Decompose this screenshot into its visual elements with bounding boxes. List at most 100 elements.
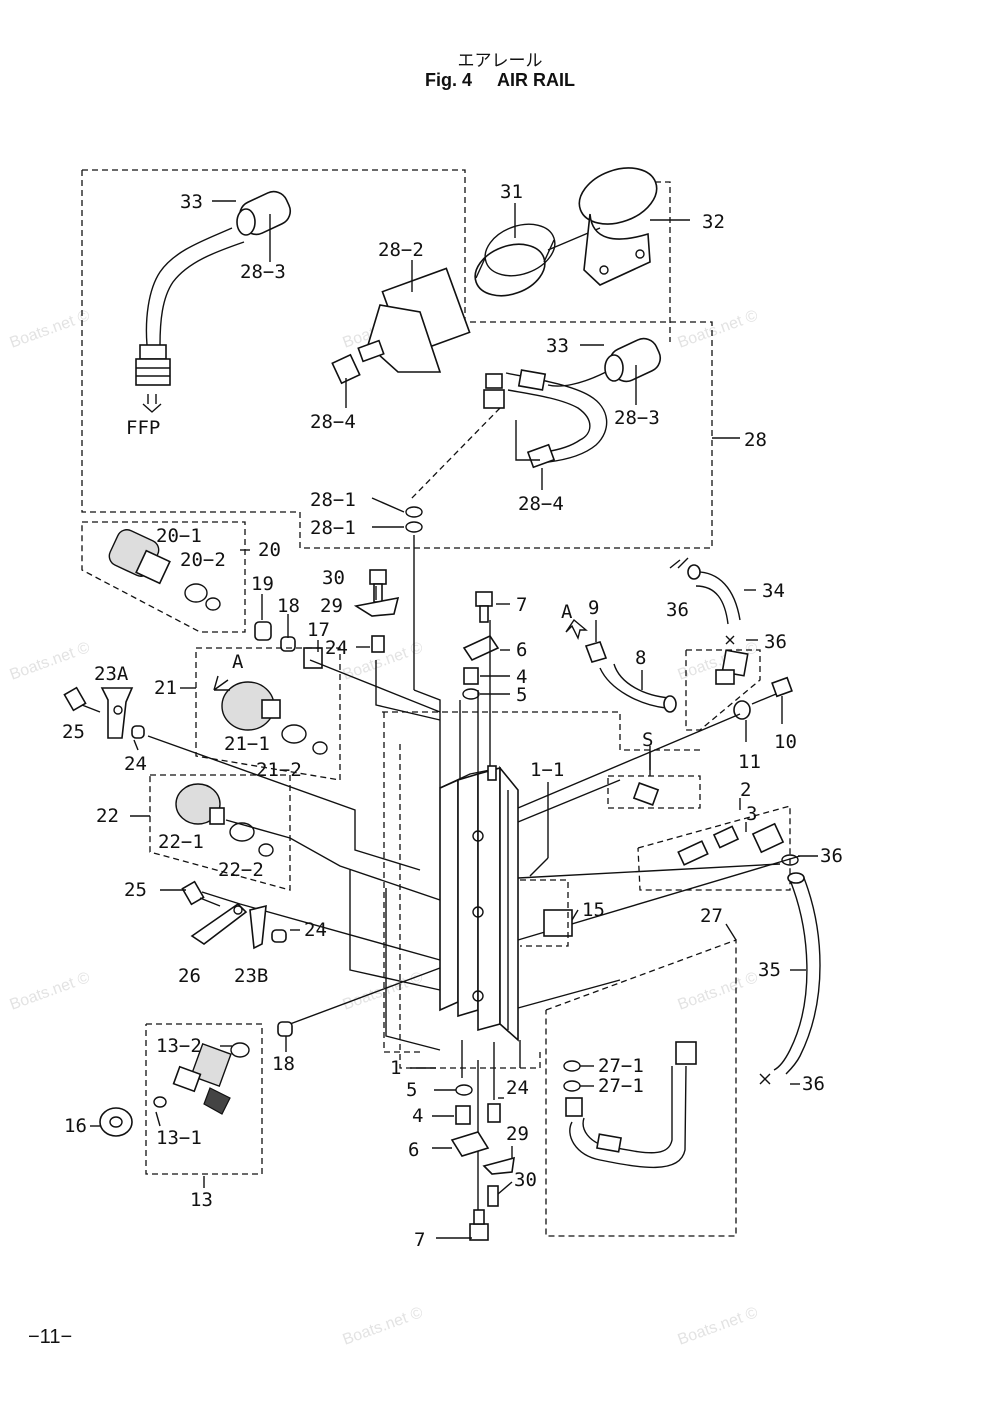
callout-21-1: 21−1 xyxy=(224,733,270,755)
watermark: Boats.net © xyxy=(676,307,761,352)
callout-7: 7 xyxy=(516,594,527,616)
assembly-leader-lines xyxy=(147,535,801,1230)
hose-assembly-28 xyxy=(483,337,662,469)
figure-name: AIR RAIL xyxy=(497,70,576,90)
callout-24: 24 xyxy=(325,637,348,659)
watermark: Boats.net © xyxy=(676,969,761,1014)
callout-36: 36 xyxy=(764,631,787,653)
callout-ffp: FFP xyxy=(126,417,160,439)
callout-27: 27 xyxy=(700,905,723,927)
callout-15: 15 xyxy=(582,899,605,921)
callout-28-4: 28−4 xyxy=(518,493,564,515)
callout-20: 20 xyxy=(258,539,281,561)
callout-29: 29 xyxy=(320,595,343,617)
bracket-23A xyxy=(63,686,145,739)
callout-leaders xyxy=(90,200,818,1239)
callout-28-1: 28−1 xyxy=(310,489,356,511)
callout-22-1: 22−1 xyxy=(158,831,204,853)
hose-assembly-top-left xyxy=(135,190,292,413)
callout-33: 33 xyxy=(180,191,203,213)
callout-19: 19 xyxy=(251,573,274,595)
callout-28-1: 28−1 xyxy=(310,517,356,539)
watermark: Boats.net © xyxy=(341,969,426,1014)
callout-36: 36 xyxy=(802,1073,825,1095)
hose-35 xyxy=(759,872,821,1085)
callout-22-2: 22−2 xyxy=(218,859,264,881)
callout-28-4: 28−4 xyxy=(310,411,356,433)
callout-28-3: 28−3 xyxy=(614,407,660,429)
callout-11: 11 xyxy=(738,751,761,773)
watermark: Boats.net © xyxy=(8,969,93,1014)
callout-32: 32 xyxy=(702,211,725,233)
callout-24: 24 xyxy=(506,1077,529,1099)
view-arrows-A xyxy=(565,618,588,641)
callout-6: 6 xyxy=(516,639,527,661)
callout-28-2: 28−2 xyxy=(378,239,424,261)
callout-29: 29 xyxy=(506,1123,529,1145)
pressure-port-parts-lower xyxy=(450,1084,515,1241)
callout-4: 4 xyxy=(412,1105,423,1127)
callout-4: 4 xyxy=(516,666,527,688)
callout-30: 30 xyxy=(322,567,345,589)
pressure-port-parts-upper xyxy=(462,591,500,700)
figure-title: Fig. 4 AIR RAIL xyxy=(0,70,1000,91)
callout-30: 30 xyxy=(514,1169,537,1191)
callout-17: 17 xyxy=(307,619,330,641)
callout-13-1: 13−1 xyxy=(156,1127,202,1149)
callout-21-2: 21−2 xyxy=(256,759,302,781)
callout-16: 16 xyxy=(64,1115,87,1137)
o-rings-28-1 xyxy=(405,407,501,533)
callout-21: 21 xyxy=(154,677,177,699)
callout-view-A: A xyxy=(232,651,244,673)
callout-35: 35 xyxy=(758,959,781,981)
callout-10: 10 xyxy=(774,731,797,753)
page-number: −11− xyxy=(28,1326,73,1348)
group-27-pipe xyxy=(545,939,737,1237)
callout-25: 25 xyxy=(62,721,85,743)
watermark: Boats.net © xyxy=(8,307,93,352)
callout-31: 31 xyxy=(500,181,523,203)
callout-13-2: 13−2 xyxy=(156,1035,202,1057)
callout-24: 24 xyxy=(304,919,327,941)
callout-1-1: 1−1 xyxy=(530,759,564,781)
group-13-injector xyxy=(99,1021,293,1175)
hoses-right-upper xyxy=(584,557,793,731)
air-rail-body-1 xyxy=(439,765,519,1042)
callout-24: 24 xyxy=(124,753,147,775)
callout-13: 13 xyxy=(190,1189,213,1211)
callout-20-2: 20−2 xyxy=(180,549,226,571)
callout-18: 18 xyxy=(272,1053,295,1075)
group-21-regulator xyxy=(195,647,341,781)
callout-view-A: A xyxy=(561,601,573,623)
callout-27-1: 27−1 xyxy=(598,1075,644,1097)
callout-22: 22 xyxy=(96,805,119,827)
callout-18: 18 xyxy=(277,595,300,617)
bracket-23B-and-26 xyxy=(181,880,287,950)
title-japanese: エアレール xyxy=(457,51,543,71)
callout-1: 1 xyxy=(390,1057,401,1079)
callout-23B: 23B xyxy=(234,965,268,987)
callout-36: 36 xyxy=(666,599,689,621)
ring-31-and-bracket-32 xyxy=(474,167,658,297)
group-20-injector xyxy=(81,521,246,633)
watermark: Boats.net © xyxy=(341,1304,426,1349)
callout-8: 8 xyxy=(635,647,646,669)
fuel-filter-28-2 xyxy=(331,267,471,385)
group-28-outline xyxy=(81,169,740,549)
callout-6: 6 xyxy=(408,1139,419,1161)
callout-26: 26 xyxy=(178,965,201,987)
callout-33: 33 xyxy=(546,335,569,357)
watermark: Boats.net © xyxy=(8,639,93,684)
callout-27-1: 27−1 xyxy=(598,1055,644,1077)
callout-5: 5 xyxy=(406,1079,417,1101)
callout-28: 28 xyxy=(744,429,767,451)
fittings-2-3 xyxy=(637,805,799,891)
small-fittings-upper xyxy=(254,569,400,669)
callout-S: S xyxy=(642,729,653,751)
callout-28-3: 28−3 xyxy=(240,261,286,283)
callout-9: 9 xyxy=(588,597,599,619)
callout-3: 3 xyxy=(746,803,757,825)
figure-number: Fig. 4 xyxy=(424,70,472,90)
watermark: Boats.net © xyxy=(676,1304,761,1349)
